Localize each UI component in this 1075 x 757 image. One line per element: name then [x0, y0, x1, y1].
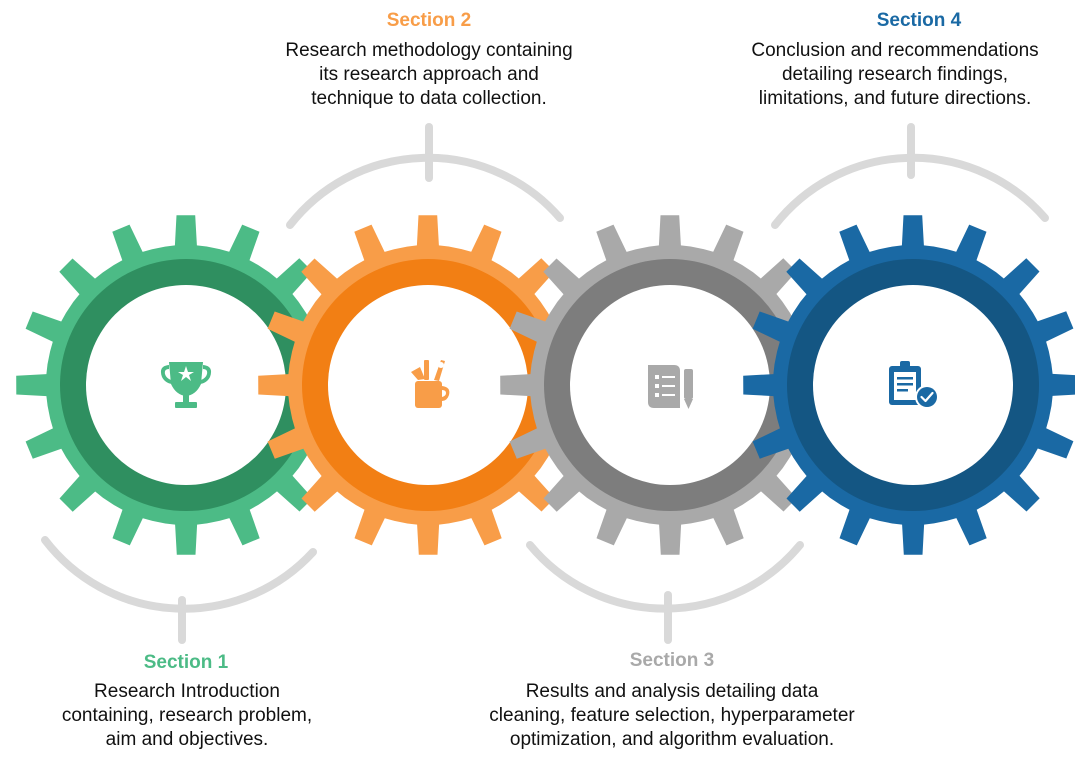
section-1-line-3: aim and objectives. [105, 729, 269, 750]
section-4-line-3: limitations, and future directions. [758, 88, 1032, 109]
section-4-line-1: Conclusion and recommendations [751, 40, 1039, 61]
connector-s4 [771, 123, 1049, 229]
section-3-line-1: Results and analysis detailing data [525, 681, 819, 702]
report-pen-icon [648, 365, 693, 409]
section-3-title: Section 3 [629, 650, 715, 671]
section-1-title: Section 1 [143, 652, 229, 673]
section-2-title: Section 2 [386, 10, 472, 31]
section-1-line-2: containing, research problem, [61, 705, 313, 726]
section-2-line-2: its research approach and [319, 64, 539, 85]
clipboard-check-icon [889, 361, 939, 409]
section-1-description: Research Introduction containing, resear… [20, 680, 354, 752]
section-2-line-3: technique to data collection. [311, 88, 547, 109]
section-4-title: Section 4 [876, 10, 962, 31]
section-4-line-2: detailing research findings, [781, 64, 1009, 85]
pencil-cup-icon [411, 360, 450, 408]
section-2-description: Research methodology containing its rese… [229, 39, 629, 111]
gear-section-4 [743, 215, 1075, 555]
connector-s1 [41, 536, 317, 644]
section-3-description: Results and analysis detailing data clea… [447, 680, 897, 752]
connector-s3 [526, 541, 804, 644]
section-1-line-1: Research Introduction [94, 681, 280, 702]
section-3-line-2: cleaning, feature selection, hyperparame… [489, 705, 855, 726]
section-3-line-3: optimization, and algorithm evaluation. [509, 729, 835, 750]
trophy-icon [160, 362, 212, 408]
connector-s2 [286, 123, 564, 229]
section-4-description: Conclusion and recommendations detailing… [719, 39, 1071, 111]
section-2-line-1: Research methodology containing [285, 40, 573, 61]
